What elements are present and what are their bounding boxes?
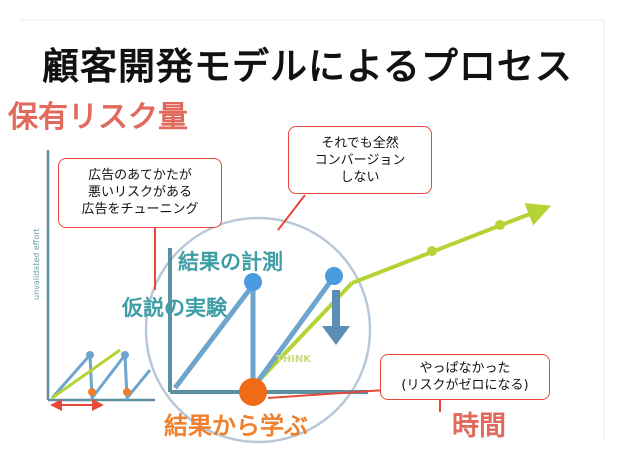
measure-point-2 [325,267,343,285]
stage-learn: 結果から学ぶ [164,412,308,440]
x-axis-label: 時間 [452,411,506,442]
callout-line: (リスクがゼロになる) [401,378,529,393]
left-mini-chart [46,150,155,411]
callout-tune-ads: 広告のあてかたが 悪いリスクがある 広告をチューニング [58,158,222,228]
callout-line: 悪いリスクがある [87,185,192,200]
measure-point [244,273,262,291]
axis-caption: unvalidated effort [32,228,41,300]
stage-experiment: 仮説の実験 [122,296,227,320]
callout-line: 広告をチューニング [81,202,199,217]
stage-think: THINK [276,354,312,365]
callout-no-conversion: それでも全然 コンバージョン しない [288,126,432,194]
page-title: 顧客開発モデルによるプロセス [42,45,573,88]
callout-zero-risk: やっぱなかった (リスクがゼロになる) [380,354,550,400]
callout-line: やっぱなかった [419,361,511,376]
cycle-path [173,267,350,406]
callout-line: 広告のあてかたが [88,168,192,183]
callout-line: それでも全然 [321,136,399,151]
stage-measure: 結果の計測 [178,250,283,274]
learn-point [239,378,267,406]
zoom-axes [168,248,368,394]
y-axis-label: 保有リスク量 [8,100,188,135]
zoom-circle [144,216,372,444]
callout-line: コンバージョン [314,153,406,168]
callout-line: しない [340,170,380,185]
